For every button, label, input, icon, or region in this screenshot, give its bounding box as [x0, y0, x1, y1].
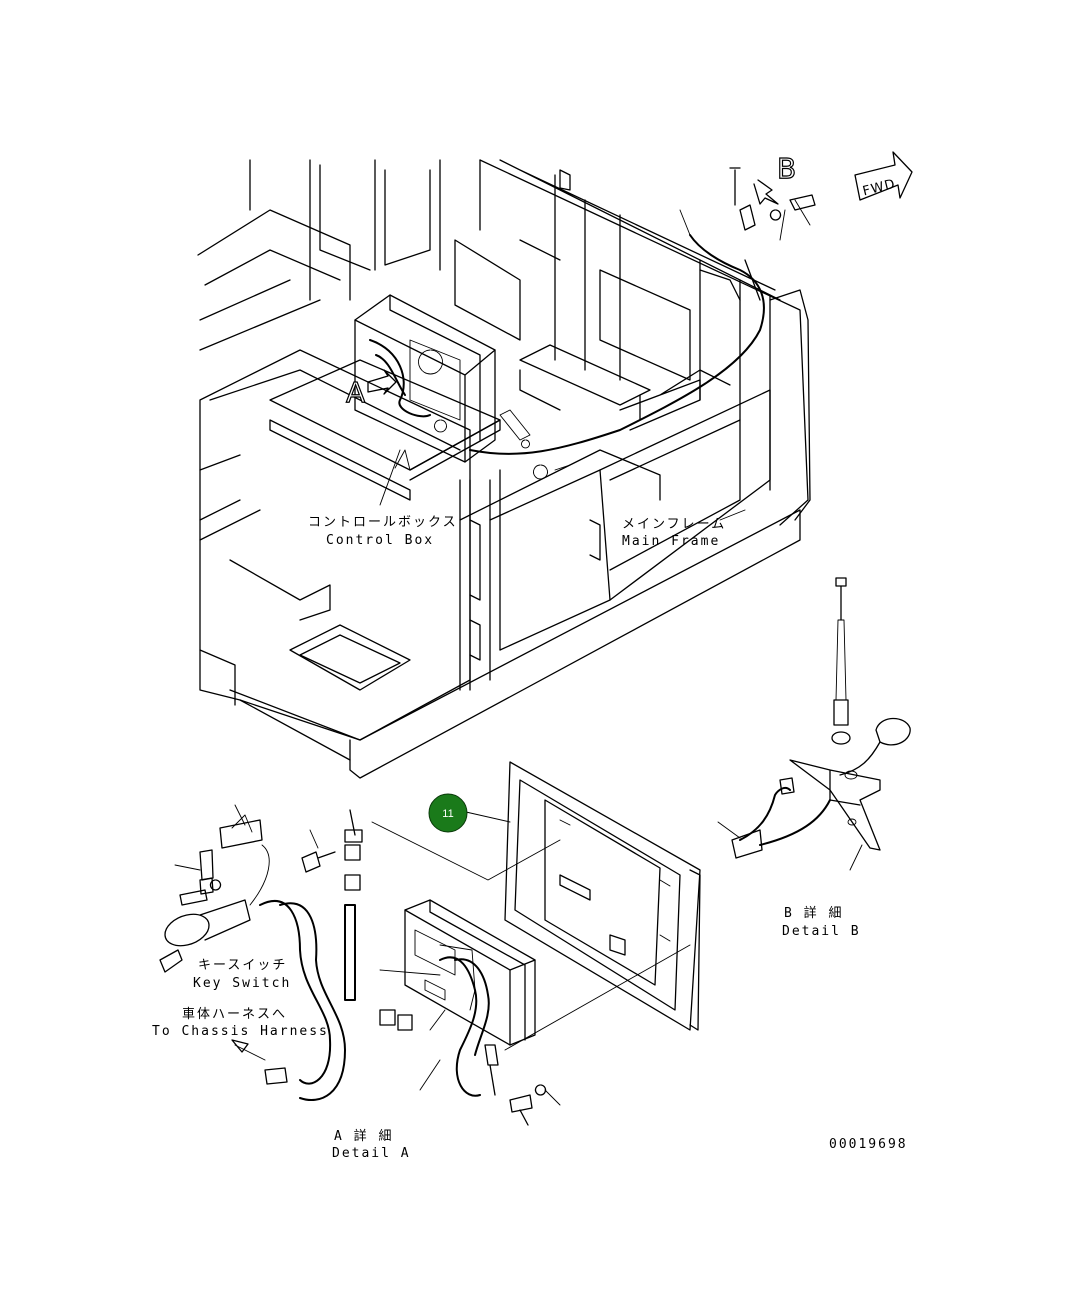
- drawing-number: 00019698: [829, 1137, 908, 1152]
- key-switch-label-jp: キースイッチ: [198, 958, 287, 973]
- callout-number: 11: [442, 808, 453, 820]
- detail-b-drawing: [717, 577, 911, 871]
- main-frame-label-en: Main Frame: [622, 534, 720, 549]
- chassis-harness-label-en: To Chassis Harness: [152, 1024, 329, 1039]
- callout-badge[interactable]: [428, 793, 468, 833]
- view-a-label: A: [346, 376, 365, 409]
- view-b-indicator: [729, 167, 816, 231]
- chassis-harness-label-jp: 車体ハーネスへ: [182, 1007, 287, 1022]
- main-frame-label-jp: メインフレーム: [622, 517, 726, 532]
- control-box-label-jp: コントロールボックス: [308, 515, 458, 530]
- detail-b-label-en: Detail B: [782, 924, 861, 939]
- key-switch-label-en: Key Switch: [193, 976, 291, 991]
- part-callout-11[interactable]: 11: [428, 793, 511, 833]
- detail-b-label-jp: B 詳 細: [784, 905, 843, 921]
- fwd-arrow: [854, 151, 913, 201]
- main-frame-drawing: [197, 159, 811, 779]
- fwd-label: FWD: [861, 177, 897, 200]
- detail-a-label-jp: A 詳 細: [334, 1128, 393, 1144]
- detail-a-drawing: [159, 761, 701, 1126]
- view-b-label: B: [777, 152, 796, 185]
- control-box-label-en: Control Box: [326, 533, 434, 548]
- detail-a-label-en: Detail A: [332, 1146, 411, 1161]
